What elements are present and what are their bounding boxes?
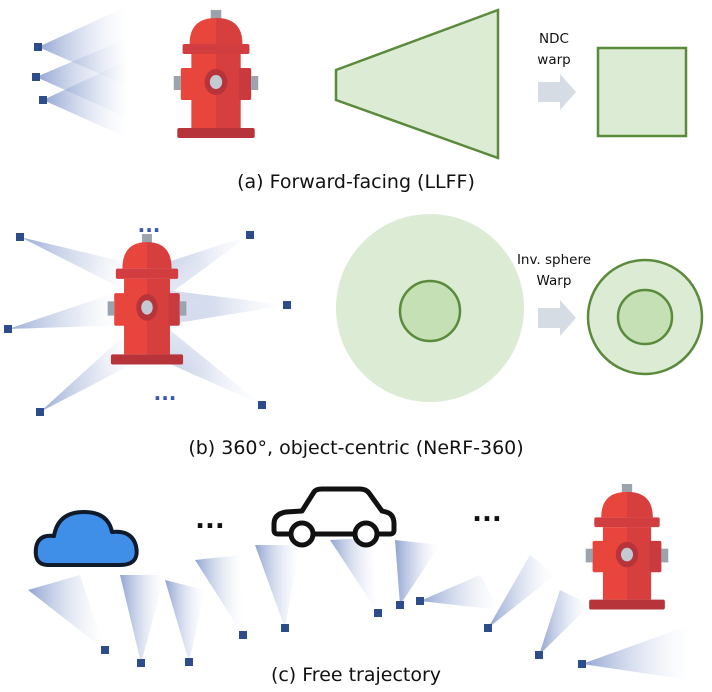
caption-b: (b) 360°, object-centric (NeRF-360)	[188, 437, 523, 459]
caption-a: (a) Forward-facing (LLFF)	[237, 171, 475, 193]
ndc-warp-label-line1: NDC	[539, 31, 569, 47]
camera-icon	[374, 609, 382, 617]
camera-icon	[258, 401, 266, 409]
camera-icon	[535, 651, 543, 659]
camera-icon	[32, 73, 40, 81]
camera-icon	[239, 631, 247, 639]
fire-hydrant-icon	[173, 10, 259, 138]
contracted-sphere-inner	[616, 288, 674, 346]
fire-hydrant-icon	[585, 484, 669, 610]
sphere-warp-label-line1: Inv. sphere	[517, 252, 591, 268]
camera-icon	[137, 659, 145, 667]
camera-icon	[484, 624, 492, 632]
camera-icon	[578, 660, 586, 668]
camera-frustums-c	[28, 538, 690, 680]
camera-icon	[416, 597, 424, 605]
ndc-cube-region	[596, 46, 688, 138]
view-frustum-region	[334, 8, 500, 160]
camera-icon	[283, 301, 291, 309]
camera-icon	[101, 646, 109, 654]
sphere-warp-label-line2: Warp	[537, 273, 572, 289]
caption-c: (c) Free trajectory	[271, 664, 441, 686]
ellipsis-right: ...	[472, 498, 502, 528]
camera-icon	[16, 233, 24, 241]
camera-icon	[4, 325, 12, 333]
foreground-sphere	[398, 279, 462, 343]
camera-icon	[36, 408, 44, 416]
camera-frustums-a	[32, 6, 128, 138]
section-c: ... ... (c) Free trajectory	[28, 484, 690, 686]
camera-icon	[185, 658, 193, 666]
camera-icon	[396, 601, 404, 609]
warp-arrow-icon	[538, 74, 576, 110]
camera-icon	[34, 43, 42, 51]
camera-icon	[281, 624, 289, 632]
cloud-icon	[33, 510, 139, 567]
warp-arrow-icon	[538, 300, 576, 336]
ellipsis-left: ...	[195, 505, 225, 535]
section-a: NDC warp (a) Forward-facing (LLFF)	[32, 6, 688, 193]
camera-icon	[39, 96, 47, 104]
ndc-warp-label-line2: warp	[537, 52, 570, 68]
ellipsis-top: ...	[138, 213, 161, 237]
section-b: ... ... Inv. sphere Warp (b) 360°, objec…	[4, 213, 704, 459]
car-icon	[274, 489, 394, 545]
camera-icon	[246, 231, 254, 239]
ellipsis-bottom: ...	[154, 381, 177, 405]
